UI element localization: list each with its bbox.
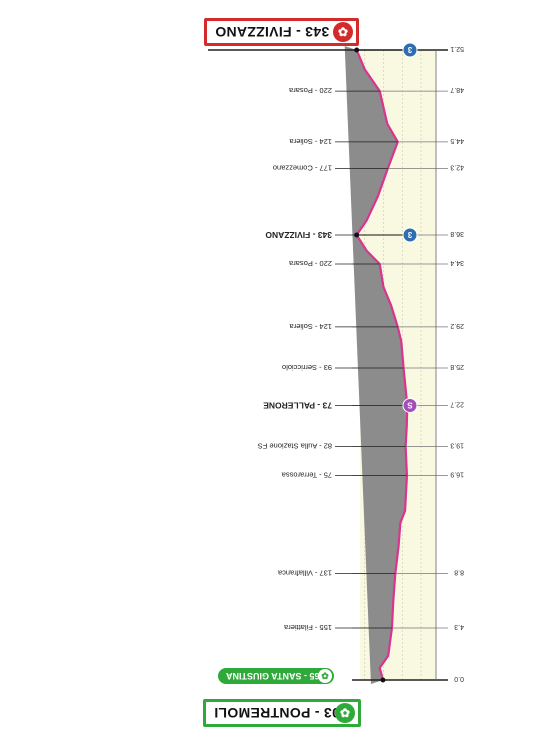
- finish-label: 343 - FIVIZZANO: [215, 24, 330, 40]
- waypoint-label: 137 - Villafranca: [277, 569, 332, 578]
- distance-tick-label: 0.0: [454, 675, 464, 682]
- start-badge: 203 - PONTREMOLI ✿: [203, 699, 361, 727]
- marker-dot: [354, 47, 360, 53]
- kom-marker-icon: [402, 227, 418, 243]
- waypoint-label: 155 - Filattiera: [283, 623, 332, 632]
- distance-tick-label: 16.9: [450, 471, 464, 478]
- gpm-label: 265 - SANTA GIUSTINA: [226, 671, 325, 681]
- kom-marker-icon: [402, 42, 418, 58]
- waypoint-label: 75 - Terrarossa: [281, 471, 332, 480]
- distance-tick-label: 48.7: [450, 86, 464, 93]
- distance-tick-label: 52.1: [450, 45, 464, 52]
- distance-tick-label: 8.8: [454, 569, 464, 576]
- sprint-marker-icon: [402, 398, 418, 414]
- waypoint-label: 124 - Soliera: [289, 322, 332, 331]
- distance-tick-label: 29.2: [450, 322, 464, 329]
- waypoint-label: 73 - PALLERONE: [263, 401, 332, 411]
- marker-label: 3: [407, 230, 412, 239]
- waypoint-label: 220 - Posara: [288, 259, 332, 268]
- waypoint-label: 220 - Posara: [288, 86, 332, 95]
- start-logo-icon: ✿: [335, 703, 355, 723]
- distance-tick-label: 34.4: [450, 259, 464, 266]
- marker-dot: [354, 232, 360, 238]
- waypoint-label: 124 - Soliera: [289, 137, 332, 146]
- finish-badge: 343 - FIVIZZANO ✿: [204, 18, 359, 46]
- distance-tick-label: 42.3: [450, 164, 464, 171]
- route-line: [355, 49, 409, 681]
- gpm-logo-icon: ✿: [318, 669, 332, 683]
- waypoint-label: 343 - FIVIZZANO: [265, 230, 332, 240]
- marker-label: 3: [407, 45, 412, 54]
- start-dot: [380, 677, 386, 683]
- distance-tick-label: 36.8: [450, 230, 464, 237]
- waypoint-label: 82 - Aulla Stazione FS: [258, 442, 332, 451]
- distance-tick-label: 25.8: [450, 363, 464, 370]
- waypoint-label: 177 - Comezzano: [273, 164, 332, 173]
- waypoint-label: 93 - Serricciolo: [282, 363, 332, 372]
- finish-logo-icon: ✿: [333, 22, 353, 42]
- gpm-badge: 265 - SANTA GIUSTINA ✿: [218, 668, 334, 684]
- marker-label: S: [407, 401, 413, 410]
- distance-tick-label: 22.7: [450, 401, 464, 408]
- distance-tick-label: 44.5: [450, 137, 464, 144]
- start-label: 203 - PONTREMOLI: [214, 705, 348, 721]
- distance-tick-label: 4.3: [454, 623, 464, 630]
- terrain-shape: [344, 46, 408, 684]
- distance-tick-label: 19.3: [450, 442, 464, 449]
